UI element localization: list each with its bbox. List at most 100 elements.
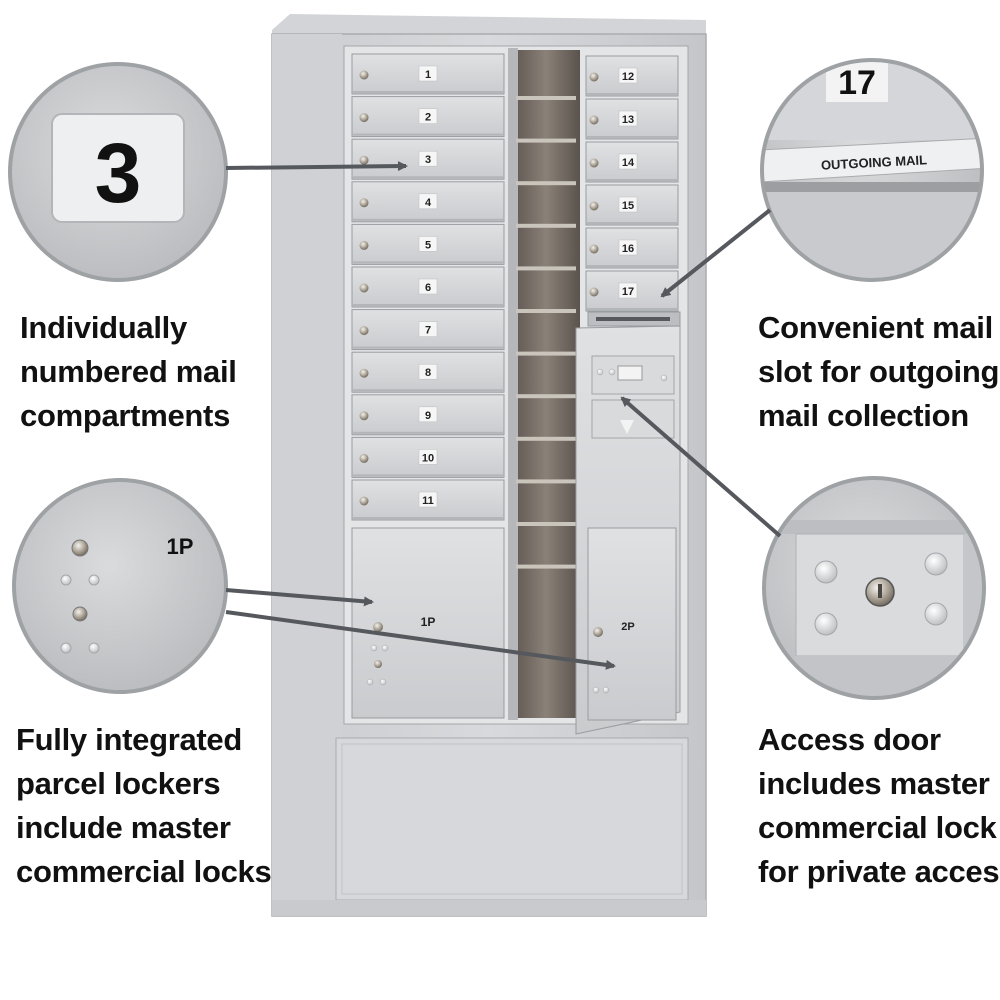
parcel-locker-1p: 1P [351,527,505,719]
interior-shelf [516,479,576,484]
compartment-door: 7 [351,309,505,351]
access-door: 2P [575,325,681,735]
interior-shelf [516,394,576,399]
door-lock-icon [589,287,599,297]
door-number: 5 [425,239,431,251]
door-lock-icon [359,411,369,421]
door-lock-icon [589,158,599,168]
callout-door-17: 17 [838,64,876,102]
caption-numbered-compartments: Individually numbered mail compartments [20,306,237,438]
callout-outgoing-zoom: 17 OUTGOING MAIL [760,58,984,282]
callout-arrows [225,161,782,670]
door-lock-icon [359,70,369,80]
caption-line: includes master [758,766,990,801]
door-number: 13 [622,114,634,126]
interior-shelf [516,266,576,271]
compartment-door: 15 [585,184,679,226]
interior-shelf [516,223,576,228]
interior-shelf [516,181,576,186]
interior-shelf [516,138,576,143]
arrow-to-access-door [620,396,782,538]
door-number: 17 [622,286,634,298]
interior-shelf [516,351,576,356]
compartment-door: 11 [351,479,505,521]
door-lock-icon [359,155,369,165]
caption-outgoing-slot: Convenient mail slot for outgoing mail c… [758,306,999,438]
caption-line: slot for outgoing [758,354,1000,389]
door-number: 4 [425,197,432,209]
caption-line: numbered mail [20,354,237,389]
open-compartment-interior [508,48,580,720]
parcel-label-2p: 2P [621,621,634,633]
caption-line: compartments [20,398,231,433]
caption-access-door: Access door includes master commercial l… [758,718,1000,894]
caption-line: commercial locks [16,854,272,889]
door-lock-icon [359,496,369,506]
door-lock-icon [359,240,369,250]
door-number: 6 [425,282,431,294]
door-number: 8 [425,367,431,379]
compartment-door: 14 [585,141,679,183]
door-number: 16 [622,243,634,255]
door-lock-icon [359,368,369,378]
interior-shelf [516,309,576,313]
compartment-door: 17 [585,270,679,312]
caption-line: for private access [758,854,1000,889]
compartment-door: 12 [585,55,679,97]
compartment-door: 5 [351,223,505,265]
door-lock-icon [589,201,599,211]
interior-shelf [516,96,576,100]
door-number: 11 [422,495,434,507]
left-door-column: 1 2 3 4 5 6 7 8 9 10 11 [351,53,505,521]
door-number: 1 [425,69,431,81]
caption-line: Access door [758,722,941,757]
arrow-to-door-3 [225,161,408,172]
compartment-door: 6 [351,266,505,308]
door-number: 3 [425,154,431,166]
door-number: 2 [425,112,431,124]
door-lock-icon [589,244,599,254]
outgoing-mail-slot [587,311,681,327]
caption-line: Convenient mail [758,310,993,345]
compartment-door: 10 [351,436,505,478]
callout-access-zoom [762,476,986,700]
callout-outgoing-label: OUTGOING MAIL [821,152,928,173]
door-number: 10 [422,452,434,464]
door-lock-icon [359,198,369,208]
arrow-to-mail-slot [660,208,772,298]
door-lock-icon [359,283,369,293]
callout-parcel-zoom: 1P [12,478,228,694]
callout-parcel-1p: 1P [167,534,194,559]
compartment-door: 16 [585,227,679,269]
door-number: 14 [622,157,635,169]
caption-line: mail collection [758,398,969,433]
arrow-to-parcel-1p [225,588,374,607]
caption-line: commercial lock [758,810,997,845]
caption-line: Fully integrated [16,722,243,757]
door-number: 9 [425,410,431,422]
interior-shelf [516,522,576,526]
caption-line: include master [16,810,231,845]
compartment-door: 3 [351,138,505,180]
caption-parcel-lockers: Fully integrated parcel lockers include … [16,718,272,894]
interior-shelf [516,564,576,569]
door-lock-icon [589,115,599,125]
callout-number-3: 3 [95,126,142,220]
parcel-label-1p: 1P [421,615,436,629]
door-lock-icon [359,326,369,336]
compartment-door: 9 [351,394,505,436]
door-lock-icon [589,72,599,82]
compartment-door: 4 [351,181,505,223]
caption-line: Individually [20,310,187,345]
door-lock-icon [359,453,369,463]
door-lock-icon [359,113,369,123]
door-number: 12 [622,71,634,83]
door-number: 7 [425,325,431,337]
compartment-door: 8 [351,351,505,393]
callout-number-zoom: 3 [8,62,228,282]
compartment-door: 1 [351,53,505,95]
arrow-to-parcel-2p [225,610,616,670]
compartment-door: 13 [585,98,679,140]
caption-line: parcel lockers [16,766,221,801]
